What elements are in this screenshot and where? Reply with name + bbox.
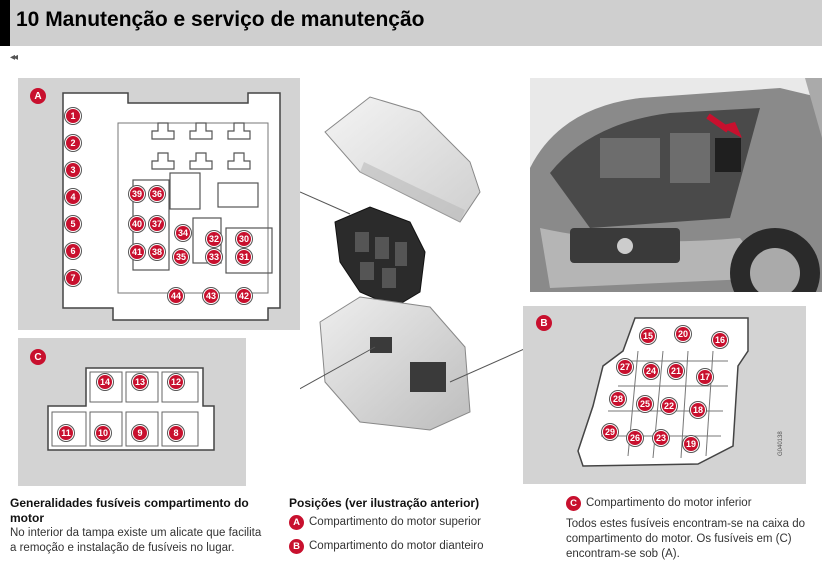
fuse-7: 7 (65, 270, 81, 286)
position-c-section: C Compartimento do motor inferior Todos … (566, 496, 816, 562)
position-a-item: A Compartimento do motor superior (289, 515, 544, 530)
fuse-44: 44 (168, 288, 185, 304)
relay-32: 32 (206, 231, 223, 247)
relay-41: 41 (129, 244, 146, 260)
relay-38: 38 (149, 244, 166, 260)
car-engine-bay-photo (530, 78, 822, 292)
fuse-11: 11 (58, 425, 74, 441)
back-nav-icon[interactable]: ◂◂ (10, 52, 18, 63)
fuse-22: 22 (661, 398, 678, 414)
position-b-item: B Compartimento do motor dianteiro (289, 539, 544, 554)
fuse-29: 29 (602, 424, 619, 440)
position-c-item: C Compartimento do motor inferior (566, 496, 816, 511)
relay-34: 34 (175, 225, 192, 241)
general-info-section: Generalidades fusíveis compartimento do … (10, 496, 270, 556)
fuse-20: 20 (675, 326, 692, 342)
fuse-10: 10 (95, 425, 112, 441)
page-title: 10 Manutenção e serviço de manutenção (16, 8, 425, 31)
fuse-18: 18 (690, 402, 707, 418)
fuse-12: 12 (168, 374, 185, 390)
fuse-24: 24 (643, 363, 660, 379)
panel-b: B G040138 15 20 16 27 24 21 17 28 25 22 … (523, 306, 806, 484)
position-b-label: Compartimento do motor dianteiro (309, 540, 484, 552)
fuse-box-a-outline (62, 92, 281, 321)
fuse-42: 42 (236, 288, 253, 304)
relay-35: 35 (173, 249, 190, 265)
position-c-label: Compartimento do motor inferior (586, 497, 752, 509)
panel-a-badge: A (30, 88, 46, 104)
relay-31: 31 (236, 249, 253, 265)
fuse-23: 23 (653, 430, 670, 446)
relay-30: 30 (236, 231, 253, 247)
fuse-5: 5 (65, 216, 81, 232)
general-info-body: No interior da tampa existe um alicate q… (10, 527, 262, 554)
fuse-21: 21 (668, 363, 685, 379)
fuse-13: 13 (132, 374, 149, 390)
image-code: G040138 (778, 431, 784, 456)
relay-36: 36 (149, 186, 166, 202)
position-b-badge: B (289, 539, 304, 554)
fuse-box-b-outline (577, 317, 749, 467)
fuse-16: 16 (712, 332, 729, 348)
fuse-4: 4 (65, 189, 81, 205)
relay-37: 37 (149, 216, 166, 232)
fuse-14: 14 (97, 374, 114, 390)
position-a-label: Compartimento do motor superior (309, 516, 481, 528)
fuse-box-exploded-drawing (300, 96, 540, 431)
panel-c: C 14 13 12 11 10 9 8 (18, 338, 246, 486)
fuse-25: 25 (637, 396, 654, 412)
position-c-body: Todos estes fusíveis encontram-se na cai… (566, 518, 806, 560)
fuse-8: 8 (168, 425, 184, 441)
positions-heading: Posições (ver ilustração anterior) (289, 496, 480, 510)
fuse-19: 19 (683, 436, 700, 452)
fuse-9: 9 (132, 425, 148, 441)
fuse-box-c-outline (47, 367, 215, 451)
fuse-3: 3 (65, 162, 81, 178)
header-tab-marker (0, 0, 10, 46)
fuse-1: 1 (65, 108, 81, 124)
position-a-badge: A (289, 515, 304, 530)
fuse-17: 17 (697, 369, 714, 385)
fuse-27: 27 (617, 359, 634, 375)
page-header: 10 Manutenção e serviço de manutenção (0, 0, 822, 46)
panel-c-badge: C (30, 349, 46, 365)
positions-section: Posições (ver ilustração anterior) A Com… (289, 496, 544, 554)
panel-a: A 1 2 3 4 5 6 7 39 (18, 78, 300, 330)
fuse-28: 28 (610, 391, 627, 407)
relay-40: 40 (129, 216, 146, 232)
fuse-15: 15 (640, 328, 657, 344)
fuse-26: 26 (627, 430, 644, 446)
relay-33: 33 (206, 249, 223, 265)
position-c-badge: C (566, 496, 581, 511)
fuse-2: 2 (65, 135, 81, 151)
fuse-6: 6 (65, 243, 81, 259)
general-info-heading: Generalidades fusíveis compartimento do … (10, 496, 249, 525)
panel-b-badge: B (536, 315, 552, 331)
relay-39: 39 (129, 186, 146, 202)
fuse-43: 43 (203, 288, 220, 304)
